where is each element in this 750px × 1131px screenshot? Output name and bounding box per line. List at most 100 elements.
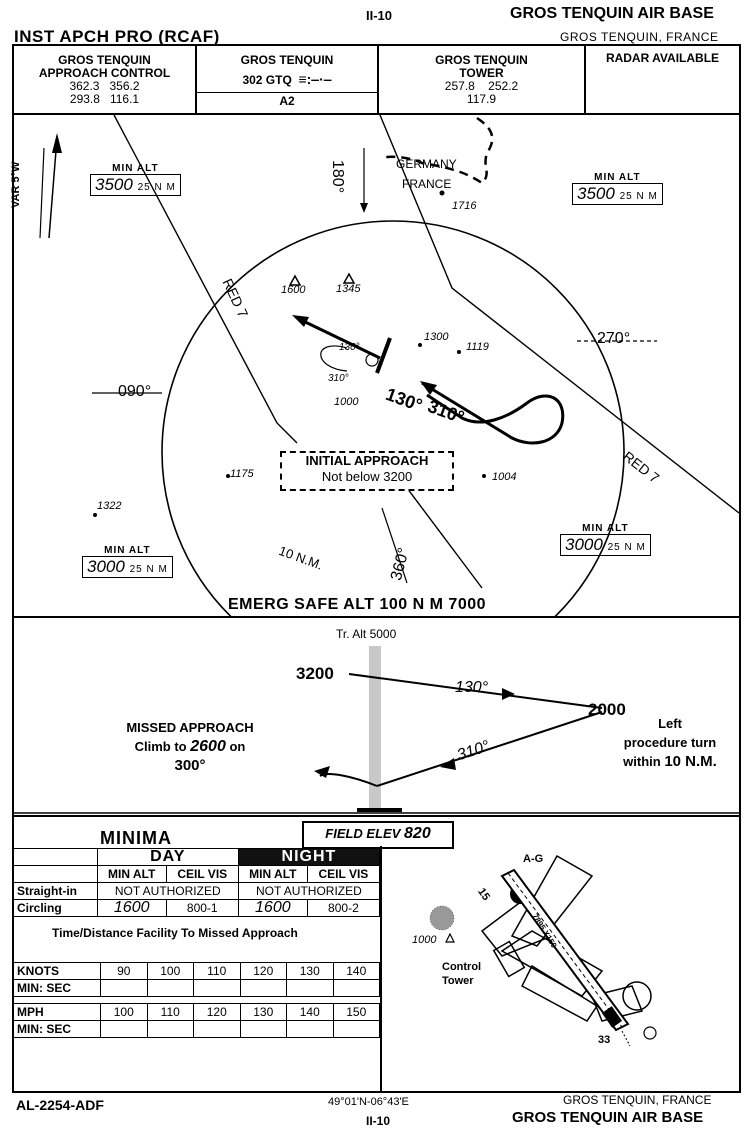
mph-value: 140 (286, 1003, 334, 1021)
spot-1175-dot (226, 474, 230, 478)
min-alt-unit: 25 N M (129, 564, 168, 575)
control-tower-line1: Control (442, 961, 482, 973)
inbound-arrowhead (420, 381, 437, 395)
approach-freq-4: 116.1 (109, 92, 140, 106)
missed-on-label: on (229, 739, 246, 754)
border-line (381, 116, 494, 185)
radial-090: 090° (118, 383, 152, 400)
outbound-profile (348, 673, 603, 709)
border-label-germany: GERMANY (396, 157, 457, 171)
comm-panel: GROS TENQUIN APPROACH CONTROL 362.3 356.… (12, 44, 741, 115)
airway-red7-west (113, 114, 298, 444)
tower-name2: TOWER (459, 66, 504, 80)
procedure-turn-track (421, 381, 565, 445)
straight-in-day: NOT AUTHORIZED (96, 882, 239, 900)
runway (500, 868, 630, 1032)
knots-value: 120 (239, 962, 287, 980)
profile-alt-turn: 2000 (588, 700, 626, 719)
approach-freq-3: 293.8 (69, 92, 100, 106)
initial-approach-title: INITIAL APPROACH (305, 453, 429, 468)
mph-value: 130 (239, 1003, 287, 1021)
spot-1716-dot (439, 190, 445, 196)
beacon-symbol (429, 905, 455, 931)
profile-graphics (12, 646, 741, 814)
turn-within: within (623, 754, 661, 769)
straight-in-night: NOT AUTHORIZED (237, 882, 381, 900)
spot-elev: 1600 (281, 284, 306, 296)
outbound-profile-arrowhead (502, 688, 515, 700)
inbound-profile-arrowhead (440, 758, 456, 770)
parking-circle (622, 981, 652, 1011)
track-small-out: 130° (339, 342, 360, 353)
spot-elev: 1345 (336, 283, 361, 295)
outbound-arrowhead (292, 315, 309, 327)
knots-value: 110 (193, 962, 241, 980)
min-alt-unit: 25 N M (137, 182, 176, 193)
mph-value: 120 (193, 1003, 241, 1021)
col-ceil-vis-day: CEIL VIS (165, 865, 239, 883)
col-min-alt-day: MIN ALT (96, 865, 167, 883)
knots-value: 90 (100, 962, 148, 980)
time-distance-title: Time/Distance Facility To Missed Approac… (52, 926, 298, 940)
morse-code: ≡:‒·‒ (298, 71, 332, 87)
transition-altitude-band (369, 646, 381, 810)
spot-elev: 1716 (452, 200, 477, 212)
approach-lights (621, 1030, 631, 1047)
radial-270: 270° (597, 330, 631, 347)
turn-type: procedure turn (623, 735, 717, 750)
north-arrow (48, 137, 58, 239)
row-circling: Circling (14, 899, 98, 917)
time-distance-table: KNOTS 90 100 110 120 130 140 MIN: SEC MP… (14, 962, 380, 1038)
knots-value: 130 (286, 962, 334, 980)
obstacle-1345 (342, 272, 356, 284)
inbound-profile (376, 711, 603, 787)
approach-name2: APPROACH CONTROL (38, 66, 171, 80)
knots-min-sec-label: MIN: SEC (14, 979, 101, 997)
radial-360-arrow (381, 507, 408, 584)
turn-direction: Left (658, 716, 682, 731)
radar-cell: RADAR AVAILABLE (584, 46, 739, 113)
initial-approach-alt: Not below 3200 (321, 469, 413, 484)
min-alt-value: 3000 (565, 535, 603, 554)
spot-1322-dot (93, 513, 97, 517)
turn-distance: 10 N.M. (664, 753, 717, 770)
min-alt-unit: 25 N M (619, 191, 658, 202)
min-alt-label: MIN ALT (112, 163, 159, 174)
airway-red7-east (379, 114, 740, 514)
runway-threshold-33 (601, 1006, 623, 1028)
min-alt-label: MIN ALT (594, 172, 641, 183)
missed-climb-alt: 2600 (190, 738, 226, 755)
ils-marker (643, 1026, 657, 1040)
min-alt-nw: MIN ALT 3500 25 N M (90, 163, 181, 196)
spot-elev: 1300 (424, 331, 449, 343)
beacon-elevation: 1000 (412, 934, 437, 946)
base-name-bottom: GROS TENQUIN AIR BASE (512, 1109, 704, 1126)
night-header: NIGHT (237, 848, 381, 866)
min-alt-ne: MIN ALT 3500 25 N M (572, 172, 663, 205)
taxiway-outlines (480, 854, 644, 1022)
mph-value: 150 (332, 1003, 380, 1021)
obstacle-1600 (288, 274, 302, 286)
north-arrow-head (52, 133, 62, 153)
mph-min-sec-label: MIN: SEC (14, 1020, 101, 1038)
radar-available: RADAR AVAILABLE (605, 51, 720, 65)
spot-elev: 1322 (97, 500, 122, 512)
var-label: VAR 5°W (10, 161, 22, 208)
min-alt-label: MIN ALT (104, 545, 151, 556)
coordinates: 49°01'N-06°43'E (328, 1096, 409, 1108)
min-alt-label: MIN ALT (582, 523, 629, 534)
range-circle (161, 220, 625, 618)
true-north-arrow (39, 147, 45, 239)
beacon-obstacle (445, 932, 455, 943)
plan-view-graphics (39, 114, 740, 618)
missed-approach-arrowhead (314, 766, 330, 778)
spot-1004-dot (482, 474, 486, 478)
tower-freq-1: 257.8 (444, 79, 475, 93)
air-ground-label: A-G (523, 853, 544, 865)
minima-title: MINIMA (100, 828, 172, 848)
col-ceil-vis-night: CEIL VIS (306, 865, 381, 883)
runway-centerline (507, 872, 623, 1028)
control-tower-line2: Tower (442, 975, 474, 987)
location-bottom: GROS TENQUIN, FRANCE (563, 1093, 712, 1107)
min-alt-value: 3500 (577, 184, 615, 203)
